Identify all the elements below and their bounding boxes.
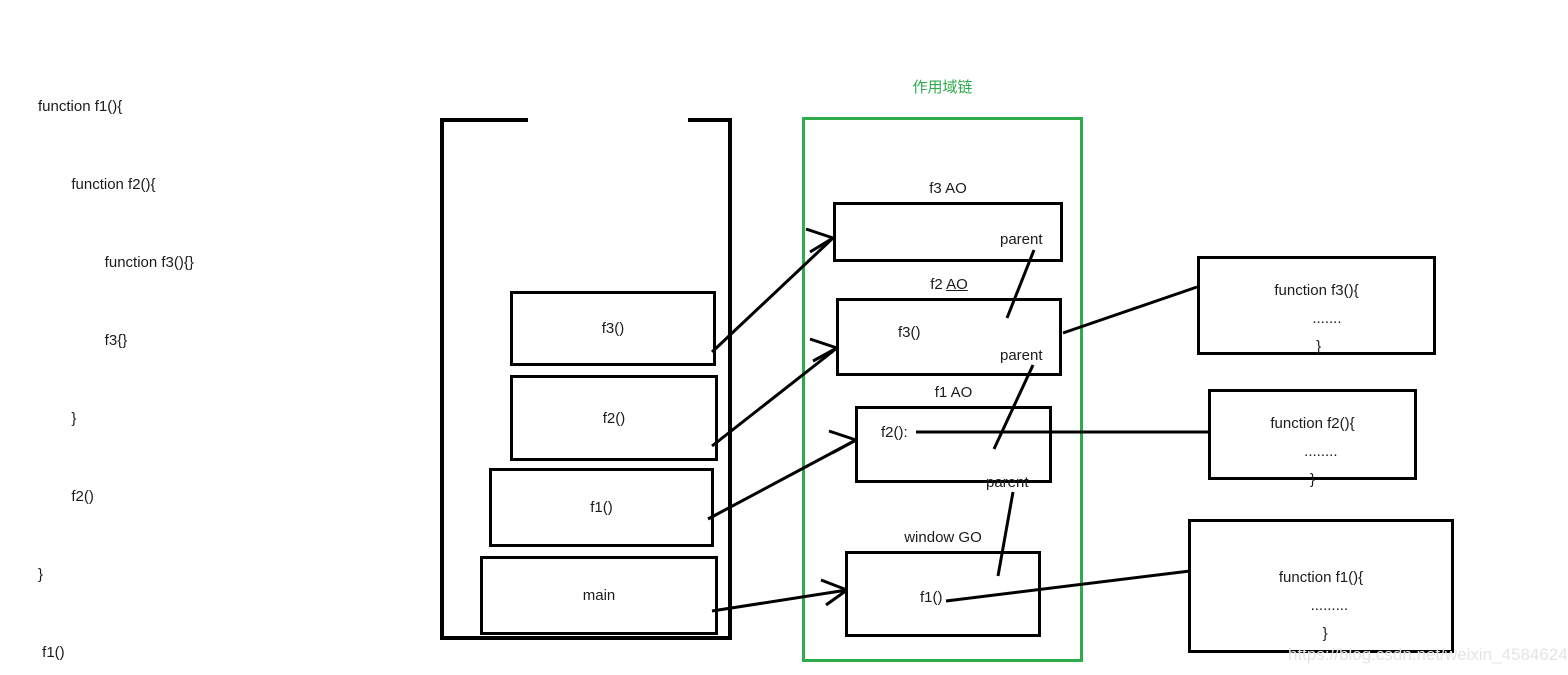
go-box-window[interactable] xyxy=(845,551,1041,637)
stack-frame-label: main xyxy=(582,587,616,604)
call-stack-left-wall xyxy=(440,118,444,640)
stack-frame-label: f1() xyxy=(590,499,613,516)
function-f2-definition-box[interactable]: function f2(){ ........ } xyxy=(1208,389,1417,488)
stack-frame-f1[interactable]: f1() xyxy=(489,468,714,547)
ao-title-prefix: f1 xyxy=(934,384,951,401)
stack-frame-main[interactable]: main xyxy=(480,556,718,635)
function-body-line: } xyxy=(1314,625,1328,642)
function-body-line: function f3(){ xyxy=(1274,282,1359,299)
go-title-suffix: GO xyxy=(958,529,982,546)
function-body-line: function f2(){ xyxy=(1270,415,1355,432)
code-line: } xyxy=(38,566,44,583)
ao-slot-f3: f3() xyxy=(898,324,921,341)
call-stack-bottom-wall xyxy=(440,636,732,640)
stack-frame-label: f2() xyxy=(602,409,626,427)
code-line: function f1(){ xyxy=(38,98,123,115)
function-body-line: ........ xyxy=(1287,443,1338,460)
call-stack-top-right-lip xyxy=(688,118,732,122)
ao-title-suffix: AO xyxy=(946,276,968,293)
stack-frame-f3[interactable]: f3() xyxy=(510,291,716,366)
function-body-line: ....... xyxy=(1291,310,1342,327)
ao-title-suffix: AO xyxy=(945,180,967,197)
parent-label-f2: parent xyxy=(1000,347,1043,364)
go-slot-f1: f1() xyxy=(920,589,943,606)
function-body-line: function f1(){ xyxy=(1278,569,1364,586)
call-stack-right-wall xyxy=(728,118,732,640)
scope-chain-title: 作用域链 xyxy=(912,79,973,96)
parent-label-f1: parent xyxy=(986,474,1029,491)
go-title-prefix: window xyxy=(904,529,959,546)
function-f1-definition-box[interactable]: function f1(){ ......... } xyxy=(1188,519,1454,653)
ao-title-f2: f2 AO xyxy=(836,276,1062,293)
stack-frame-label: f3() xyxy=(601,320,625,337)
parent-label-f3: parent xyxy=(1000,231,1043,248)
code-line: function f2(){ xyxy=(38,176,156,193)
source-code-listing: function f1(){ function f2(){ function f… xyxy=(38,42,194,675)
function-body-line: } xyxy=(1309,471,1315,488)
function-f3-definition-box[interactable]: function f3(){ ....... } xyxy=(1197,256,1436,355)
ao-title-f3: f3 AO xyxy=(833,180,1063,197)
code-line: f1() xyxy=(38,644,65,661)
call-stack-top-left-lip xyxy=(440,118,528,122)
ao-box-f1[interactable] xyxy=(855,406,1052,483)
code-line: } xyxy=(38,410,77,427)
go-title-window: window GO xyxy=(845,529,1041,546)
watermark: https://blog.csdn.net/weixin_45846241 xyxy=(1288,645,1568,664)
link-f3-slot-to-f3-definition xyxy=(1062,285,1198,335)
ao-box-f2[interactable] xyxy=(836,298,1062,376)
ao-slot-f2: f2(): xyxy=(881,424,908,441)
function-body-line: } xyxy=(1311,338,1322,355)
stack-frame-f2[interactable]: f2() xyxy=(510,375,718,461)
ao-title-prefix: f2 xyxy=(930,276,947,293)
code-line: f3{} xyxy=(38,332,128,349)
ao-title-prefix: f3 xyxy=(929,180,946,197)
ao-title-suffix: AO xyxy=(950,384,973,401)
ao-title-f1: f1 AO xyxy=(855,384,1052,401)
function-body-line: ......... xyxy=(1293,597,1349,614)
code-line: function f3(){} xyxy=(38,254,194,271)
code-line: f2() xyxy=(38,488,94,505)
